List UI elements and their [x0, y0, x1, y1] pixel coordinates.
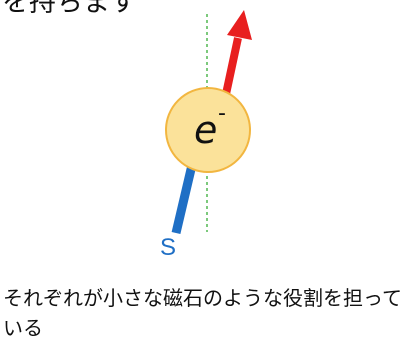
north-arrow-shaft — [222, 37, 242, 95]
south-pole-label: S — [160, 234, 177, 261]
top-text: を持ちます — [2, 0, 137, 18]
south-arrow-shaft — [171, 163, 197, 235]
electron-charge: - — [218, 101, 226, 126]
electron-circle — [165, 87, 251, 173]
electron-symbol: e — [194, 108, 217, 152]
caption-text: それぞれが小さな磁石のような役割を担っている — [3, 286, 402, 340]
north-arrowhead — [227, 10, 252, 40]
